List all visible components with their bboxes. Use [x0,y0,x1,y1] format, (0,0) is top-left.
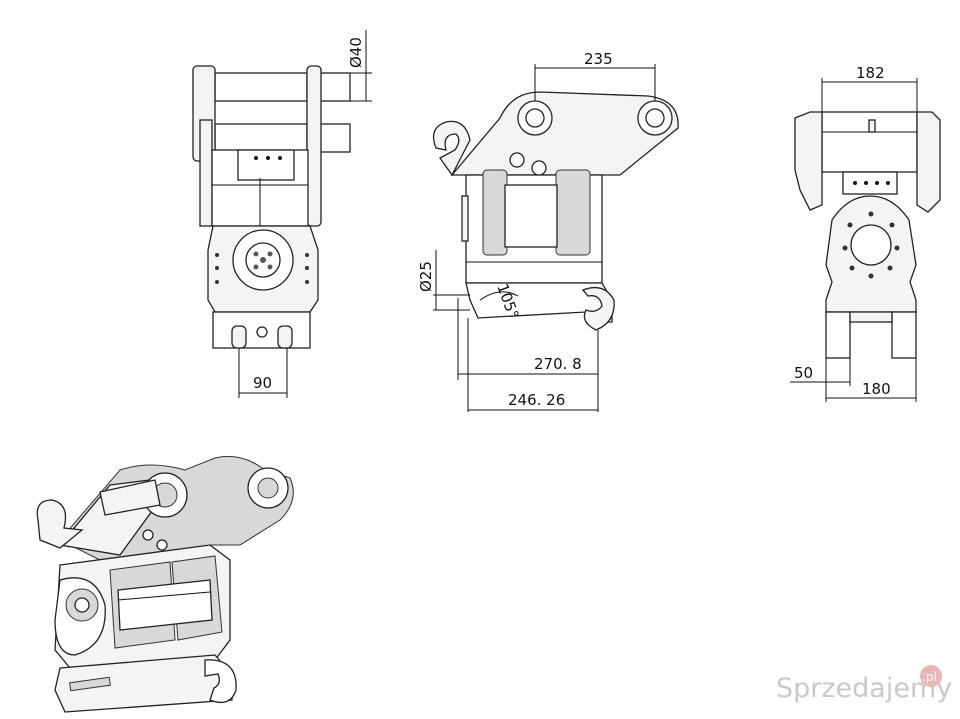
side-lower-hook [581,286,615,331]
front-pin-end-2 [319,123,351,153]
side-cylinder-left [482,169,508,256]
side-link-plate [450,91,679,176]
front-left-plate [199,119,213,227]
front-upper-pin [214,72,308,102]
front-view: Ø40 90 [192,30,372,398]
side-view: 235 Ø25 105° 270. 8 246. 26 [417,50,679,412]
dim-foot-width-side: 50 [794,364,813,382]
watermark: Sprzedajemy .pl [776,665,952,704]
dim-top-width-side: 182 [856,64,885,82]
dim-bottom-width-front: 90 [253,374,272,392]
dim-pin-distance: 235 [584,50,613,68]
front-right-plate [306,65,322,227]
front-lower-pin [214,123,308,153]
rear-view: 182 180 50 [790,64,941,402]
rear-rotator-hub [850,224,892,266]
front-pin-end [319,72,351,102]
dim-pin-diameter: Ø40 [347,37,365,68]
iso-top-hook [36,499,84,549]
dim-hook-diameter: Ø25 [417,261,435,292]
side-top-hook [432,120,471,177]
rear-left-foot [825,311,851,359]
rear-left-plate [794,111,823,211]
iso-lower-jaw [54,654,233,713]
front-inner-plate [237,149,295,181]
dim-bottom-width-side: 180 [862,380,891,398]
dim-length-2: 246. 26 [508,391,565,409]
watermark-badge-text: .pl [922,670,937,684]
dim-length-1: 270. 8 [534,355,582,373]
isometric-view [36,455,294,713]
rear-right-plate [916,111,941,213]
side-cylinder-right [555,169,591,256]
rear-right-foot [891,311,917,359]
iso-lower-hook [204,659,237,704]
watermark-badge [920,665,942,687]
